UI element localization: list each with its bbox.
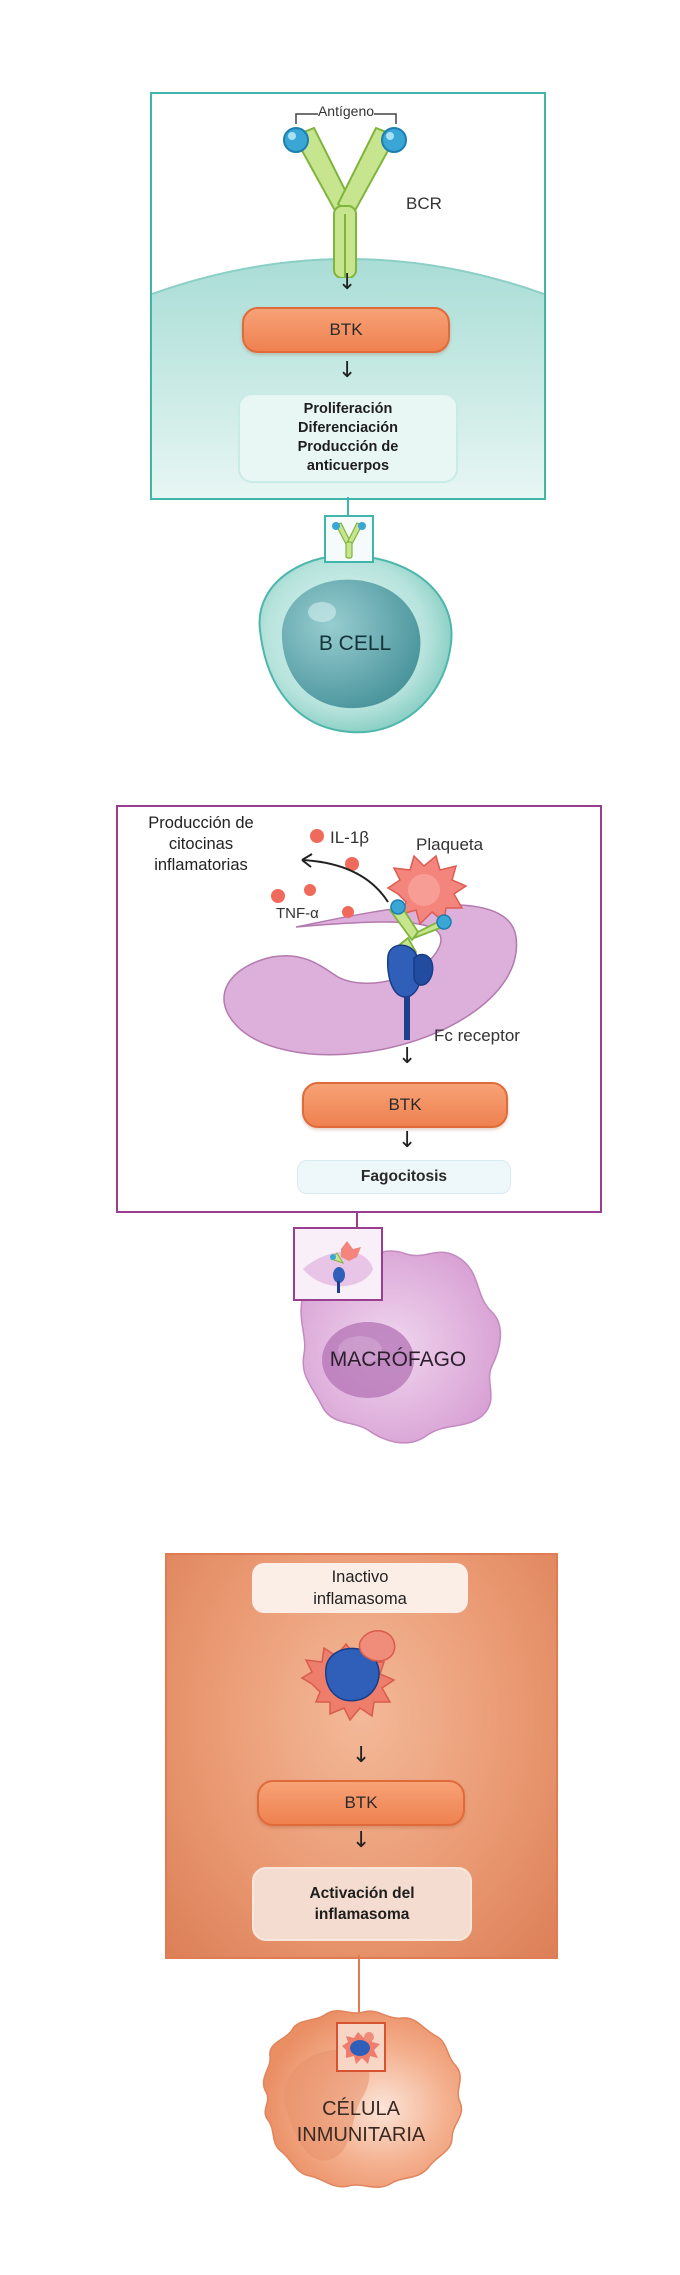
inflammasome-inset-box [336, 2022, 386, 2072]
bcr-inset-box [324, 515, 374, 563]
result-line: Diferenciación [298, 420, 398, 436]
connector-line-3 [358, 1955, 360, 2025]
arrow-down-5: ↓ [352, 1743, 371, 1768]
arrow-down-3: ↓ [398, 1044, 417, 1069]
secretion-arrow [301, 853, 389, 903]
macrophage-membrane [223, 903, 518, 1056]
btk-box-1: BTK [242, 307, 450, 353]
result-line: Producción de [297, 439, 399, 455]
activation-line: inflamasoma [314, 1906, 410, 1923]
cytokine-label: Producción de citocinas inflamatorias [126, 813, 276, 876]
fagocitosis-box: Fagocitosis [297, 1160, 511, 1194]
cytokine-line: citocinas [168, 835, 234, 853]
cytokine-line: Producción de [148, 814, 254, 832]
immune-cell-line: INMUNITARIA [296, 2124, 426, 2146]
inflammasome-icon [300, 1630, 396, 1722]
result-line: anticuerpos [306, 458, 390, 474]
inactive-line: Inactivo [331, 1568, 389, 1586]
arrow-down-4: ↓ [398, 1128, 417, 1153]
b-cell-label: B CELL [318, 632, 392, 655]
immune-cell-line: CÉLULA [322, 2098, 400, 2120]
macrophage-label: MACRÓFAGO [329, 1348, 467, 1371]
il1b-label: IL-1β [330, 828, 370, 847]
antigen-bracket [295, 113, 397, 124]
mini-antibody-icon [332, 522, 366, 559]
inactive-inflammasome-box: Inactivo inflamasoma [252, 1563, 468, 1613]
btk-box-3: BTK [257, 1780, 465, 1826]
cytokine-dots [271, 829, 359, 918]
fc-receptor-complex-icon [386, 899, 452, 1040]
fc-inset-box [293, 1227, 383, 1301]
fc-receptor-label: Fc receptor [434, 1026, 520, 1045]
mini-receptor-icon [303, 1241, 373, 1293]
antigen-label: Antígeno [317, 103, 375, 119]
result-line: Proliferación [303, 401, 393, 417]
bcr-result-box: Proliferación Diferenciación Producción … [238, 393, 458, 483]
arrow-down-2: ↓ [338, 358, 357, 383]
arrow-down-1: ↓ [338, 270, 357, 295]
inactive-line: inflamasoma [313, 1590, 407, 1608]
immune-cell-illustration [262, 2010, 463, 2188]
fc-panel [116, 805, 602, 1213]
arrow-down-6: ↓ [352, 1828, 371, 1853]
immune-cell-label: CÉLULA INMUNITARIA [276, 2096, 446, 2148]
bcr-antibody-icon [283, 126, 407, 278]
inflammasome-activation-box: Activación del inflamasoma [252, 1867, 472, 1941]
platelet-label: Plaqueta [416, 835, 484, 854]
b-cell-illustration [258, 554, 453, 734]
connector-line-1 [347, 497, 349, 515]
platelet-icon [386, 854, 468, 926]
tnfa-label: TNF-α [276, 905, 319, 922]
connector-line-2 [356, 1211, 358, 1227]
mini-inflammasome-icon [342, 2032, 380, 2064]
activation-line: Activación del [309, 1885, 415, 1902]
bcr-label: BCR [406, 194, 442, 213]
cytokine-line: inflamatorias [154, 856, 248, 874]
btk-box-2: BTK [302, 1082, 508, 1128]
